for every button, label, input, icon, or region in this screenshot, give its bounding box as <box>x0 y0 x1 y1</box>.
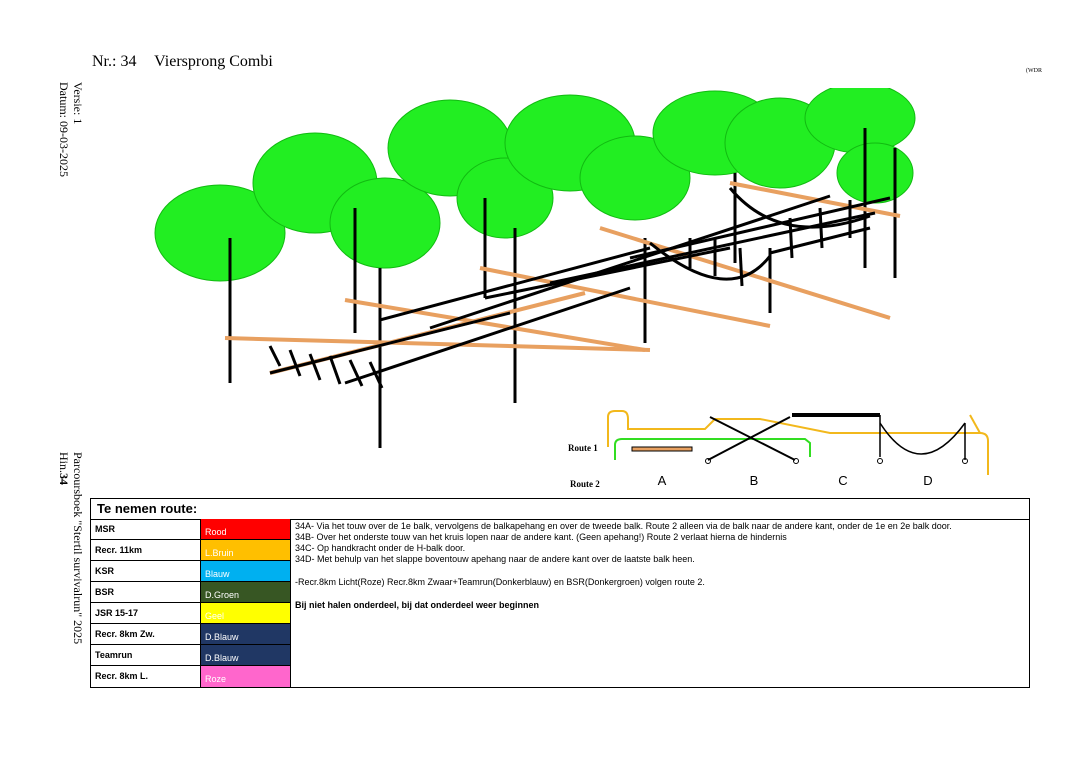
warning-text: Bij niet halen onderdeel, bij dat onderd… <box>295 600 540 610</box>
class-name: JSR 15-17 <box>91 603 201 623</box>
obstacle-number: Nr.: 34 <box>92 53 137 70</box>
obstacle-illustration <box>154 88 916 448</box>
date-text: Datum: 09-03-2025 <box>57 82 71 177</box>
class-name: KSR <box>91 561 201 581</box>
route-note: -Recr.8km Licht(Roze) Recr.8km Zwaar+Tea… <box>295 577 705 587</box>
book-info: Parcoursboek "Stertil survivalrun" 2025 … <box>57 452 85 644</box>
route2-label: Route 2 <box>570 479 600 489</box>
instruction-item: 34C- Op handkracht onder de H-balk door. <box>295 543 466 553</box>
class-color: D.Blauw <box>201 624 291 644</box>
log-beams <box>224 181 901 375</box>
class-color: D.Blauw <box>201 645 291 665</box>
route-table: Te nemen route: MSR Rood Recr. 11km L.Br… <box>90 498 1030 688</box>
instruction-item: 34D- Met behulp van het slappe boventouw… <box>295 554 695 564</box>
station-b-cross <box>707 416 796 461</box>
book-title: Parcoursboek "Stertil survivalrun" 2025 <box>71 452 85 645</box>
class-name: Teamrun <box>91 645 201 665</box>
obstacle-ref-number: 34 <box>57 473 71 485</box>
class-color: Rood <box>201 519 291 539</box>
route1-label: Route 1 <box>568 443 598 453</box>
class-name: MSR <box>91 519 201 539</box>
route2-path <box>614 438 811 460</box>
station-label-a: A <box>658 473 667 488</box>
obstacle-title: Viersprong Combi <box>154 53 273 70</box>
class-name: Recr. 8km Zw. <box>91 624 201 644</box>
station-label-b: B <box>750 473 759 488</box>
route-diagram: Route 1 Route 2 A B C D <box>568 410 989 489</box>
page-title: Nr.: 34 Viersprong Combi <box>92 53 287 71</box>
class-row: Recr. 8km L. Roze <box>91 666 291 687</box>
corner-tag: (WDR <box>1026 68 1042 74</box>
instructions: 34A- Via het touw over de 1e balk, vervo… <box>295 521 1023 611</box>
class-row: BSR D.Groen <box>91 582 291 603</box>
hanging-ropes <box>268 200 852 389</box>
class-name: BSR <box>91 582 201 602</box>
table-header: Te nemen route: <box>91 499 1029 520</box>
station-label-d: D <box>923 473 932 488</box>
obstacle-prefix: Hin. <box>57 452 71 473</box>
class-row: KSR Blauw <box>91 561 291 582</box>
class-name: Recr. 8km L. <box>91 666 201 687</box>
class-list: MSR Rood Recr. 11km L.Bruin KSR Blauw BS… <box>91 519 291 687</box>
version-info: Versie: 1 Datum: 09-03-2025 <box>57 82 85 177</box>
class-row: Recr. 11km L.Bruin <box>91 540 291 561</box>
class-name: Recr. 11km <box>91 540 201 560</box>
class-color: Roze <box>201 666 291 687</box>
station-d-rope <box>879 415 966 460</box>
station-a-beam <box>631 446 693 452</box>
route1-path <box>607 410 989 475</box>
class-row: MSR Rood <box>91 519 291 540</box>
class-color: Geel <box>201 603 291 623</box>
class-row: JSR 15-17 Geel <box>91 603 291 624</box>
class-color: Blauw <box>201 561 291 581</box>
ropes <box>269 187 891 385</box>
instruction-item: 34A- Via het touw over de 1e balk, vervo… <box>295 521 952 531</box>
class-row: Teamrun D.Blauw <box>91 645 291 666</box>
tree-canopies <box>154 88 916 282</box>
station-label-c: C <box>838 473 847 488</box>
class-color: D.Groen <box>201 582 291 602</box>
class-color: L.Bruin <box>201 540 291 560</box>
class-row: Recr. 8km Zw. D.Blauw <box>91 624 291 645</box>
version-text: Versie: 1 <box>71 82 85 125</box>
obstacle-ref: Hin.34 <box>57 452 71 644</box>
instruction-item: 34B- Over het onderste touw van het krui… <box>295 532 787 542</box>
